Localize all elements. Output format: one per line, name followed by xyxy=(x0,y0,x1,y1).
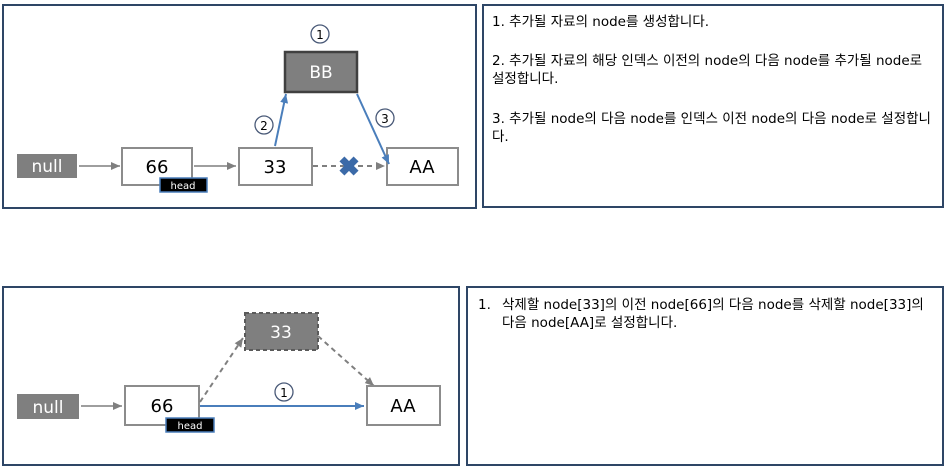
node-aa xyxy=(366,385,441,426)
node-bb xyxy=(283,50,359,94)
insert-step-2: 2. 추가될 자료의 해당 인덱스 이전의 node의 다음 node를 추가될… xyxy=(492,53,923,87)
delete-step-1-number: 1. xyxy=(478,297,491,313)
insert-step-1: 1. 추가될 자료의 node를 생성합니다. xyxy=(492,14,710,30)
deleted-node-33-label: 33 xyxy=(270,323,292,343)
step-marker-1 xyxy=(310,24,330,44)
node-aa-label: AA xyxy=(390,396,416,417)
head-badge xyxy=(165,417,215,433)
step-marker-1-label: 1 xyxy=(316,28,324,42)
step-marker-1-label: 1 xyxy=(280,386,288,400)
deleted-node-33 xyxy=(244,312,319,351)
node-33 xyxy=(238,147,313,186)
head-badge xyxy=(159,177,208,193)
insert-diagram: null 66 head 33 AA BB 1 xyxy=(17,24,459,193)
node-aa xyxy=(386,147,459,186)
step-marker-3 xyxy=(375,108,395,128)
node-aa-label: AA xyxy=(409,157,435,178)
null-node xyxy=(17,154,77,178)
step-marker-2-label: 2 xyxy=(260,119,268,133)
delete-diagram: null 66 head 33 AA 1 xyxy=(17,312,441,433)
cross-icon xyxy=(339,156,359,176)
arrow-33-to-bb xyxy=(274,93,289,147)
node-66-label: 66 xyxy=(151,396,174,417)
head-badge-label: head xyxy=(171,181,196,192)
insert-diagram-panel: null 66 head 33 AA BB 1 xyxy=(2,4,477,209)
insert-steps-panel: 1. 추가될 자료의 node를 생성합니다. 2. 추가될 자료의 해당 인덱… xyxy=(482,4,944,208)
delete-steps-panel: 1. 삭제할 node[33]의 이전 node[66]의 다음 node를 삭… xyxy=(466,286,944,466)
head-badge-label: head xyxy=(178,421,203,432)
null-node-label: null xyxy=(33,398,64,418)
null-node-label: null xyxy=(32,157,63,177)
arrow-bb-to-aa xyxy=(356,93,390,165)
null-node xyxy=(17,394,79,419)
step-marker-1 xyxy=(274,382,294,402)
node-33-label: 33 xyxy=(264,157,287,178)
old-link-66-to-33 xyxy=(199,337,244,403)
insert-step-3: 3. 추가될 node의 다음 node를 인덱스 이전 node의 다음 no… xyxy=(492,111,931,145)
step-marker-2 xyxy=(254,115,274,135)
step-marker-3-label: 3 xyxy=(381,112,389,126)
delete-step-1-text: 삭제할 node[33]의 이전 node[66]의 다음 node를 삭제할 … xyxy=(502,297,924,331)
old-link-33-to-aa xyxy=(317,335,375,387)
node-66-label: 66 xyxy=(146,157,169,178)
node-bb-label: BB xyxy=(309,63,332,83)
delete-step-1: 1. 삭제할 node[33]의 이전 node[66]의 다음 node를 삭… xyxy=(478,296,938,332)
delete-diagram-panel: null 66 head 33 AA 1 xyxy=(2,286,460,466)
